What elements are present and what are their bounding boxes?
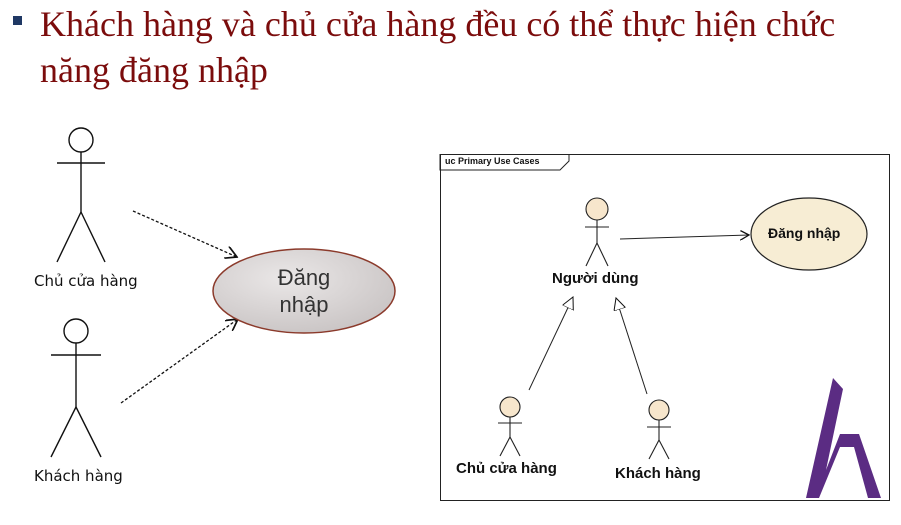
generalization-customer-arrow — [616, 298, 648, 395]
actor-customer-figure — [50, 318, 102, 458]
uml-use-case-ellipse — [750, 197, 868, 271]
uml-association-arrow — [619, 235, 749, 239]
customer-association-arrow — [120, 319, 238, 404]
uml-frame-title: uc Primary Use Cases — [445, 156, 540, 166]
uml-actor-user-label: Người dùng — [552, 270, 639, 287]
brand-logo — [806, 378, 881, 498]
actor-customer-label: Khách hàng — [34, 467, 123, 485]
use-case-label-line2: nhập — [279, 292, 329, 317]
actor-owner-figure — [56, 127, 106, 263]
uml-actor-owner-label: Chủ cửa hàng — [456, 460, 557, 477]
title-bullet — [13, 16, 22, 25]
use-case-label-line1: Đăng — [277, 265, 331, 290]
uml-frame — [440, 154, 890, 501]
owner-association-arrow — [132, 210, 237, 257]
uml-actor-customer-label: Khách hàng — [615, 465, 701, 482]
uml-actor-owner-figure — [498, 396, 522, 457]
uml-actor-user-figure — [585, 197, 609, 267]
use-case-ellipse-left — [212, 248, 396, 334]
slide-title: Khách hàng và chủ cửa hàng đều có thể th… — [40, 4, 836, 90]
actor-owner-label: Chủ cửa hàng — [34, 272, 138, 290]
uml-use-case-label: Đăng nhập — [768, 225, 841, 241]
uml-actor-customer-figure — [647, 399, 671, 460]
use-case-label-left: Đăng nhập — [254, 264, 354, 318]
generalization-owner-arrow — [528, 297, 573, 391]
